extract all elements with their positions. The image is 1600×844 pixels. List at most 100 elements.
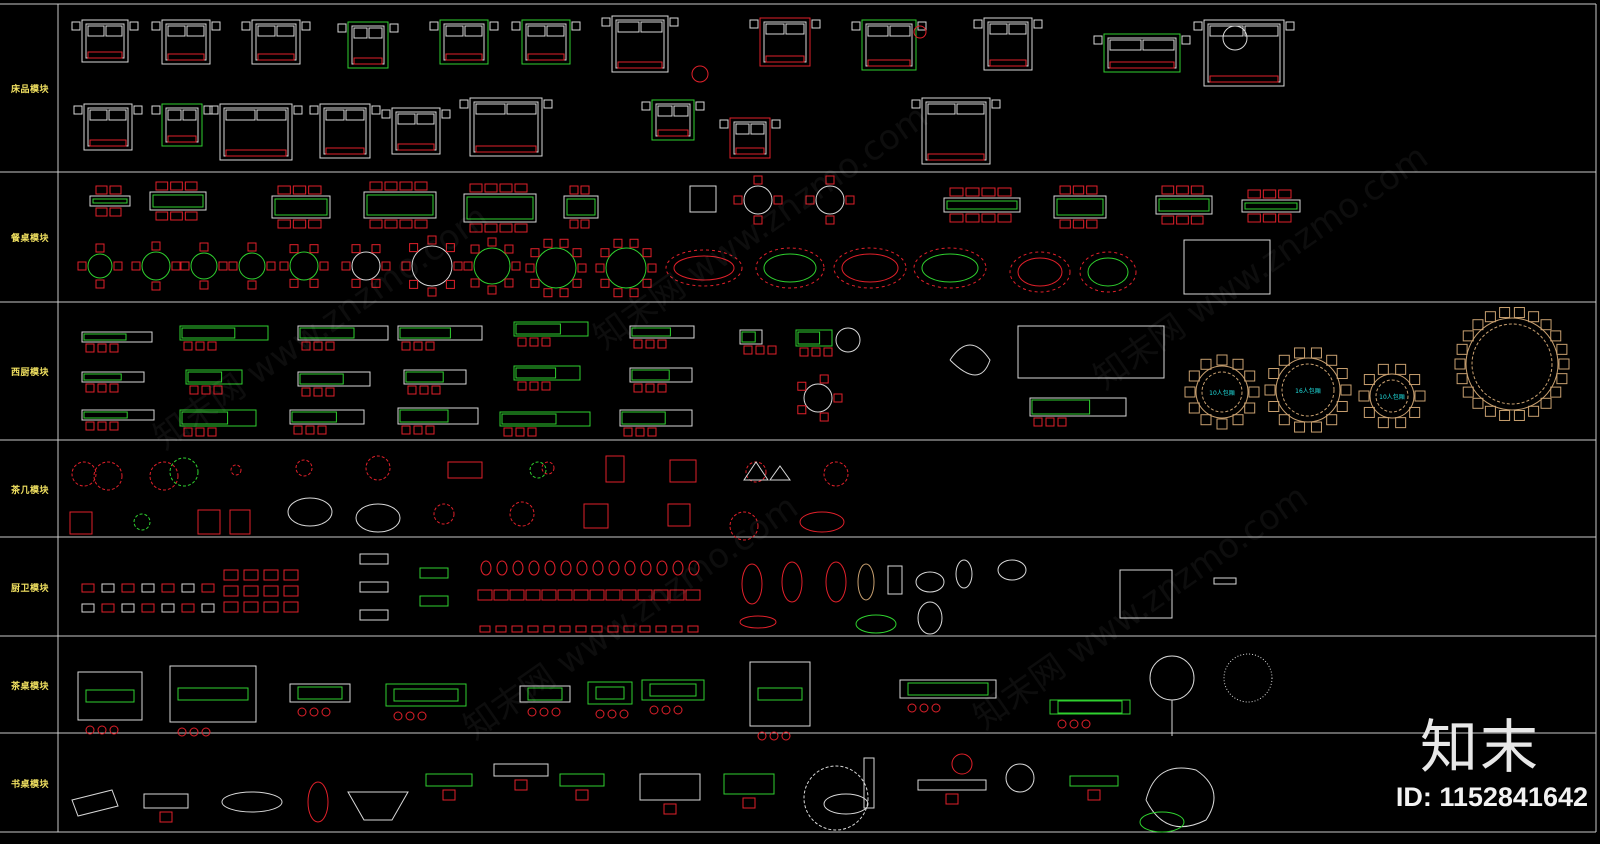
coffee-table-triangle-1 — [743, 461, 769, 481]
counter-block-2 — [359, 581, 389, 593]
round-table-label-1: 16人包厢 — [1295, 387, 1321, 395]
bed-block-b3 — [309, 103, 381, 159]
dining-table-round-5 — [341, 244, 391, 288]
coffee-table-organic-0 — [287, 497, 333, 527]
coffee-table-square-4 — [667, 503, 691, 527]
dining-table-round-0 — [77, 243, 123, 289]
dining-table-round-3 — [228, 242, 276, 290]
sink-block-6 — [201, 583, 215, 593]
basin-2 — [509, 589, 525, 601]
kitchen-lounge-block — [1017, 325, 1165, 379]
stove-block-11 — [283, 601, 299, 613]
washbasin-12 — [671, 625, 683, 633]
tea-table-2 — [289, 683, 351, 717]
bed-block-a11 — [1193, 19, 1295, 87]
counter-block-1 — [419, 567, 449, 579]
kitchen-island-15 — [397, 407, 479, 435]
bed-block-b4 — [381, 107, 451, 155]
dining-table-round-8 — [525, 238, 587, 298]
bed-block-a9 — [973, 17, 1043, 71]
tea-table-8 — [899, 679, 997, 713]
tree-canopy — [1149, 655, 1195, 701]
toilet-2 — [512, 560, 524, 576]
coffee-table-10 — [823, 461, 849, 487]
bed-block-a2 — [241, 19, 311, 65]
dining-table-round-2 — [180, 242, 228, 290]
bathtub-3 — [857, 563, 875, 601]
tea-table-4 — [519, 685, 571, 717]
desk-4 — [639, 773, 701, 815]
kitchen-island-6 — [81, 371, 145, 393]
module-grid — [0, 3, 1597, 833]
toilet-11 — [656, 560, 668, 576]
row-label-western-kitchen: 西厨模块 — [10, 368, 49, 378]
tub-long — [739, 615, 777, 629]
washbasin-1 — [495, 625, 507, 633]
kitchen-island-5 — [629, 325, 695, 349]
round-table-label-0: 10人包厢 — [1209, 389, 1235, 397]
basin-0 — [477, 589, 493, 601]
bed-block-a6 — [601, 15, 679, 73]
counter-block-0 — [359, 553, 389, 565]
kitchen-island-18 — [739, 329, 777, 355]
brand-logo: 知末 — [1419, 713, 1540, 781]
washbasin-10 — [639, 625, 651, 633]
desk-chair — [951, 753, 973, 775]
bath-oval-2 — [955, 559, 973, 589]
washbasin-5 — [559, 625, 571, 633]
desk-leaf-3 — [1139, 811, 1185, 833]
kitchen-island-12 — [81, 409, 155, 431]
kitchen-island-13 — [179, 409, 257, 437]
coffee-table-4 — [230, 464, 242, 476]
stove-block-2 — [263, 569, 279, 581]
bathtub-1 — [781, 561, 803, 603]
bed-block-a8 — [851, 19, 927, 71]
washbasin-8 — [607, 625, 619, 633]
basin-5 — [557, 589, 573, 601]
coffee-table-square-5 — [197, 509, 221, 535]
coffee-table-0 — [71, 461, 97, 487]
bed-ottoman — [691, 65, 709, 83]
dining-table-rect-8 — [1155, 185, 1213, 225]
asset-id: ID: 1152841642 — [1395, 782, 1588, 812]
desk-trapezoid — [347, 791, 409, 821]
bath-oval-1 — [915, 571, 945, 593]
washbasin-7 — [591, 625, 603, 633]
desk-oval — [307, 781, 329, 823]
kitchen-island-4 — [513, 321, 589, 347]
bed-block-b1 — [151, 103, 213, 147]
kitchen-island-3 — [397, 325, 483, 351]
sink-block-3 — [141, 583, 155, 593]
bed-block-b7 — [719, 117, 781, 159]
dining-table-oval-5 — [1079, 251, 1137, 293]
sink-block-8 — [101, 603, 115, 613]
coffee-table-5 — [295, 459, 313, 477]
basin-7 — [589, 589, 605, 601]
banquet-table-4 — [1454, 307, 1570, 421]
bed-block-b8 — [911, 97, 1001, 165]
stove-block-5 — [243, 585, 259, 597]
dining-table-round-10 — [733, 175, 783, 225]
kitchen-island-16 — [499, 411, 591, 437]
dining-table-oval-3 — [913, 247, 987, 289]
sink-block-12 — [181, 603, 195, 613]
bath-oval-3 — [997, 559, 1027, 581]
basin-10 — [637, 589, 653, 601]
coffee-table-13 — [509, 501, 535, 527]
row-label-tea-tables: 茶桌模块 — [10, 681, 49, 692]
desk-leaf — [221, 791, 283, 813]
basin-3 — [525, 589, 541, 601]
toilet-7 — [592, 560, 604, 576]
stove-block-4 — [223, 585, 239, 597]
sink-block-4 — [161, 583, 175, 593]
dining-table-oval-4 — [1009, 251, 1071, 293]
bed-round-lamp — [1222, 25, 1248, 51]
washbasin-4 — [543, 625, 555, 633]
dining-table-rect-1 — [149, 181, 207, 221]
coffee-table-organic-1 — [355, 503, 401, 533]
coffee-table-8 — [541, 461, 555, 475]
coffee-table-14 — [729, 511, 759, 541]
tea-table-5 — [587, 681, 633, 719]
dining-table-round-11 — [805, 175, 855, 225]
